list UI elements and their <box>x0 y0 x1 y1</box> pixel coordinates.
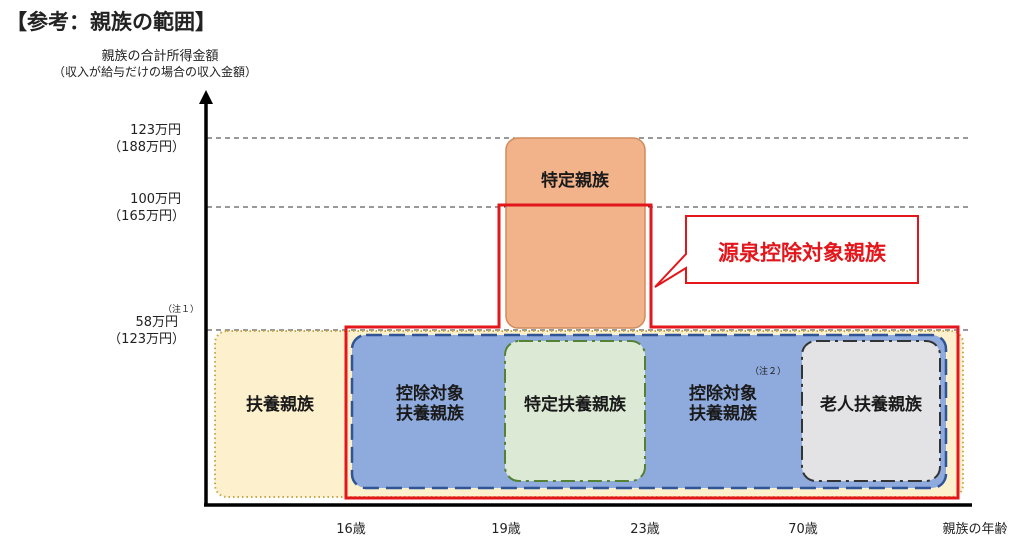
koujo-taishou-label-2a: 控除対象 <box>689 384 757 404</box>
x-tick-23: 23歳 <box>630 522 660 537</box>
koujo-taishou-label-1a: 控除対象 <box>396 384 464 404</box>
tokutei-shinzoku-label: 特定親族 <box>541 171 609 191</box>
y-level-58-sub: （123万円） <box>108 332 185 347</box>
callout-box <box>654 215 919 288</box>
gensen-koujo-outline <box>344 203 960 500</box>
koujo-taishou-label-1b: 扶養親族 <box>396 404 464 424</box>
y-axis-title: 親族の合計所得金額 <box>101 49 219 64</box>
note-1: （注１） <box>163 305 200 315</box>
roujin-fuyou-label: 老人扶養親族 <box>820 395 922 415</box>
x-axis-title: 親族の年齢 <box>942 522 1008 537</box>
y-level-58: 58万円 <box>135 315 178 330</box>
tokutei-fuyou-label: 特定扶養親族 <box>524 395 626 415</box>
y-level-100: 100万円 <box>130 192 181 207</box>
koujo-taishou-box <box>350 333 948 490</box>
roujin-fuyou-box <box>801 340 941 482</box>
callout-label: 源泉控除対象親族 <box>718 241 886 265</box>
y-level-100-sub: （165万円） <box>108 209 185 224</box>
fuyou-shinzoku-label: 扶養親族 <box>246 395 314 415</box>
x-tick-19: 19歳 <box>491 522 521 537</box>
tokutei-shinzoku-box <box>505 137 646 329</box>
y-level-123-sub: （188万円） <box>108 140 185 155</box>
note-2: （注２） <box>750 367 787 377</box>
y-level-123: 123万円 <box>130 123 181 138</box>
koujo-taishou-label-2b: 扶養親族 <box>689 404 757 424</box>
x-tick-70: 70歳 <box>788 522 818 537</box>
y-axis-subtitle: （収入が給与だけの場合の収入金額） <box>52 65 258 79</box>
y-axis-arrow <box>199 90 213 104</box>
x-tick-16: 16歳 <box>336 522 366 537</box>
page-title: 【参考：親族の範囲】 <box>6 10 216 34</box>
tokutei-fuyou-box <box>504 340 646 482</box>
